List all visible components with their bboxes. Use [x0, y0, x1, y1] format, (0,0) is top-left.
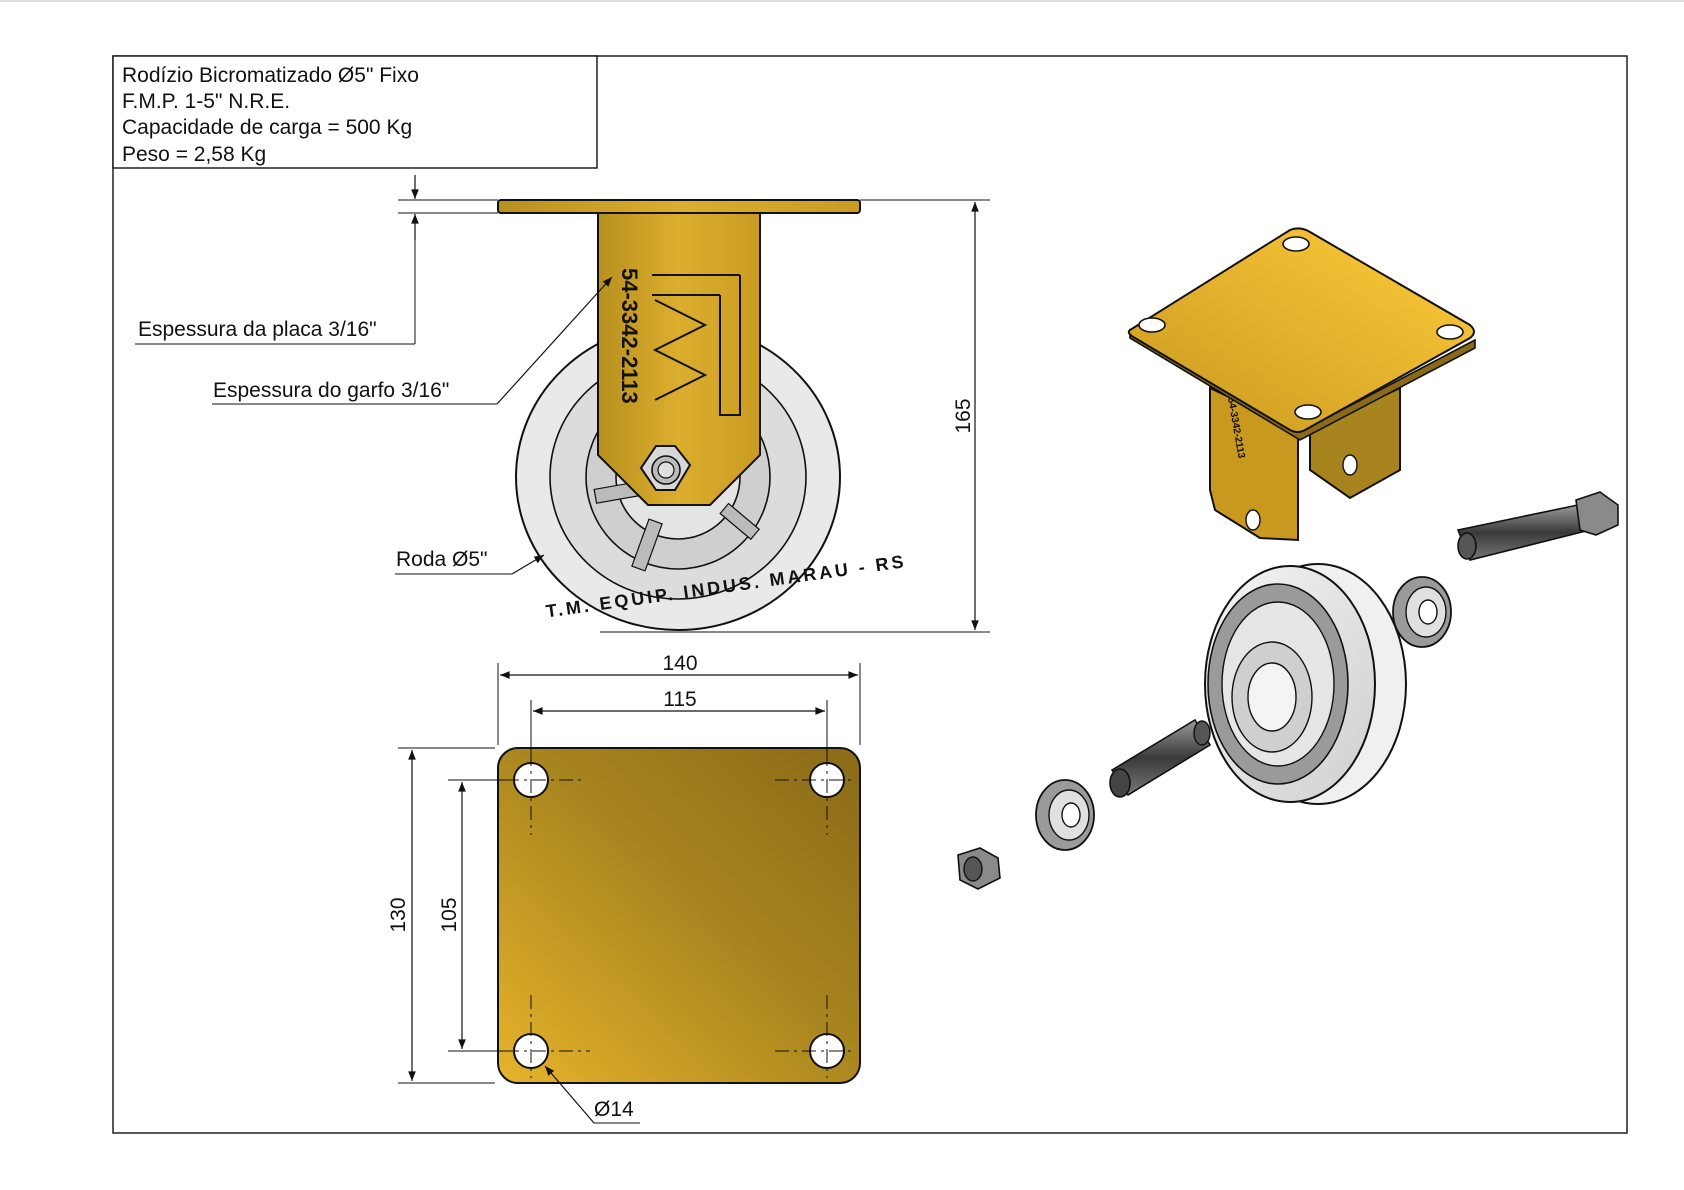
dim-plate-width: 140 — [662, 652, 697, 675]
title-line-2: F.M.P. 1-5" N.R.E. — [122, 90, 290, 113]
callout-plate-thickness: Espessura da placa 3/16" — [138, 318, 377, 341]
fork-phone-marking: 54-3342-2113 — [617, 268, 642, 404]
tm-logo — [652, 274, 741, 416]
dim-hole-spacing-y: 105 — [438, 897, 461, 932]
callout-fork-thickness: Espessura do garfo 3/16" — [213, 379, 449, 402]
plate-top — [497, 747, 861, 1084]
iso-nut — [957, 847, 1001, 890]
top-view: 140 115 130 105 Ø14 — [387, 652, 861, 1124]
title-block: Rodízio Bicromatizado Ø5" Fixo F.M.P. 1-… — [112, 55, 598, 169]
title-line-1: Rodízio Bicromatizado Ø5" Fixo — [122, 64, 419, 87]
iso-bolt — [1456, 491, 1619, 561]
dim-hole-spacing-x: 115 — [663, 688, 696, 711]
axle-nut-front — [639, 445, 692, 491]
plate-side — [497, 199, 861, 214]
drawing-frame — [112, 55, 1628, 1134]
callout-hole-diameter: Ø14 — [594, 1098, 634, 1121]
iso-plate — [1127, 227, 1475, 433]
title-line-4: Peso = 2,58 Kg — [122, 143, 266, 166]
dim-height: 165 — [952, 398, 975, 433]
title-line-3: Capacidade de carga = 500 Kg — [122, 116, 412, 139]
iso-bearing-right — [1392, 576, 1452, 648]
front-view: T.M. EQUIP. INDUS. MARAU - RS 54-3342-21… — [135, 175, 990, 633]
callout-wheel: Roda Ø5" — [396, 548, 488, 571]
dim-plate-depth: 130 — [387, 897, 410, 932]
iso-axle-sleeve — [1109, 718, 1212, 798]
iso-wheel — [1204, 563, 1407, 805]
isometric-assembly: 54-3342-2113 — [957, 227, 1619, 890]
iso-bearing-left — [1035, 779, 1095, 851]
